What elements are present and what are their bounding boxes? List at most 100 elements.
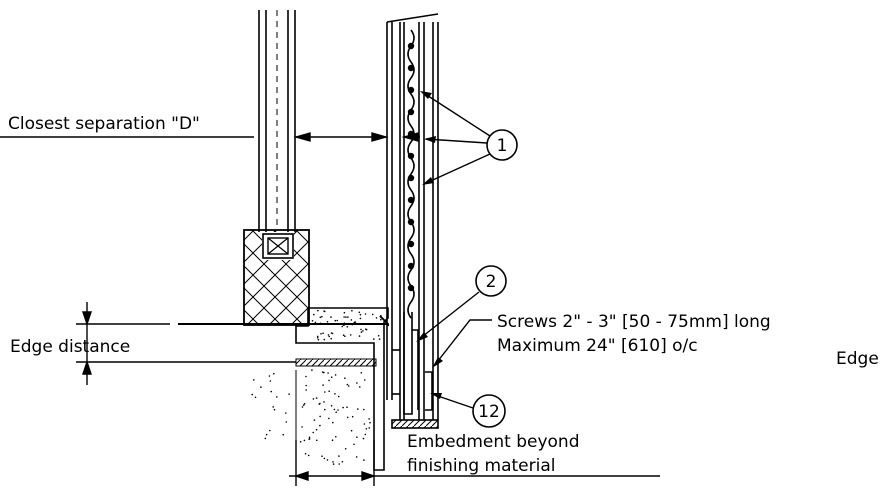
stipple-dot (363, 423, 366, 425)
stipple-dot (335, 436, 337, 438)
stipple-dot (328, 335, 331, 338)
stipple-dot (323, 401, 325, 403)
stipple-dot (328, 379, 330, 382)
stipple-dot (333, 408, 336, 411)
stipple-dot (313, 313, 315, 316)
closest-separation-dimension (0, 132, 420, 142)
stipple-dot (362, 330, 364, 332)
stipple-dot (353, 323, 356, 325)
embedment-label-line2: finishing material (407, 456, 555, 476)
callout-1-number: 1 (497, 136, 508, 156)
stipple-dot (375, 317, 378, 319)
insulation-dot (407, 42, 415, 50)
floor-line (178, 315, 389, 326)
stipple-dot (380, 314, 382, 317)
wood-block (243, 229, 310, 326)
stipple-dot (322, 332, 324, 335)
stipple-dot (334, 319, 337, 322)
stipple-dot (342, 324, 345, 326)
stipple-dot (330, 332, 333, 334)
stipple-dot (314, 321, 317, 324)
stipple-dot (312, 398, 315, 400)
embedded-strip (295, 358, 377, 367)
stipple-dot (308, 436, 311, 439)
concrete-slab (251, 307, 389, 471)
stipple-dot (355, 456, 358, 458)
stipple-dot (343, 322, 346, 325)
stipple-dot (334, 393, 336, 395)
closest-separation-label: Closest separation "D" (8, 114, 200, 134)
stipple-dot (346, 416, 349, 419)
stipple-dot (362, 437, 365, 440)
stipple-dot (324, 391, 326, 393)
stipple-dot (316, 337, 319, 339)
stipple-dot (346, 326, 349, 328)
stipple-dot (301, 406, 304, 408)
stipple-dot (343, 316, 345, 318)
stipple-dot (344, 335, 346, 338)
stipple-dot (330, 316, 332, 318)
stipple-dot (285, 412, 287, 414)
stipple-dot (351, 323, 354, 326)
stipple-dot (364, 313, 367, 315)
stipple-dot (364, 433, 367, 436)
stipple-dot (347, 385, 350, 387)
stipple-dot (319, 316, 322, 319)
stipple-dot (273, 372, 275, 375)
stipple-dot (373, 338, 375, 340)
stipple-dot (353, 443, 355, 446)
insulation-wave (407, 29, 415, 319)
stipple-dot (269, 380, 272, 382)
stipple-dot (358, 335, 361, 337)
insulation-dot (407, 152, 415, 160)
stipple-dot (360, 331, 363, 333)
left-wall-frame (258, 10, 296, 232)
stipple-dot (288, 393, 290, 395)
stipple-dot (251, 393, 253, 396)
stipple-dot (338, 455, 340, 457)
stipple-dot (354, 321, 357, 323)
edge-distance-dimension (76, 302, 296, 385)
stipple-dot (335, 411, 338, 414)
stipple-dot (359, 317, 362, 320)
stipple-dot (343, 311, 346, 314)
stipple-dot (319, 415, 321, 418)
stipple-dot (316, 335, 319, 338)
edge-distance-label: Edge distance (10, 337, 130, 357)
stipple-dot (326, 321, 329, 323)
stipple-dot (299, 441, 302, 443)
stipple-dot (328, 390, 331, 393)
screws-leader (432, 319, 492, 368)
stipple-dot (332, 463, 335, 465)
stipple-dot (328, 417, 330, 420)
stipple-dot (321, 455, 323, 458)
stipple-dot (324, 408, 326, 411)
stipple-dot (254, 396, 257, 399)
stipple-dot (321, 315, 323, 318)
stipple-dot (330, 337, 333, 340)
stipple-dot (305, 375, 307, 378)
callout-2: 2 (416, 265, 507, 342)
callout-12: 12 (430, 393, 506, 428)
stipple-dot (347, 316, 349, 318)
stipple-dot (357, 408, 359, 410)
insulation-dot (407, 108, 415, 116)
stipple-dot (319, 402, 321, 405)
stipple-dot (337, 409, 339, 411)
stipple-dot (307, 454, 310, 457)
stipple-dot (264, 437, 267, 440)
stipple-dot (327, 372, 329, 374)
stipple-dot (253, 379, 255, 381)
stipple-dot (368, 427, 371, 429)
stipple-dot (276, 396, 278, 398)
insulation-dot (407, 64, 415, 72)
stipple-dot (342, 334, 345, 337)
stipple-dot (363, 408, 365, 411)
stipple-dot (342, 406, 344, 409)
insulation-dot (407, 174, 415, 182)
insulation-dot (407, 218, 415, 226)
stipple-dot (344, 377, 346, 380)
stipple-dot (332, 421, 334, 424)
stipple-dot (327, 334, 330, 336)
